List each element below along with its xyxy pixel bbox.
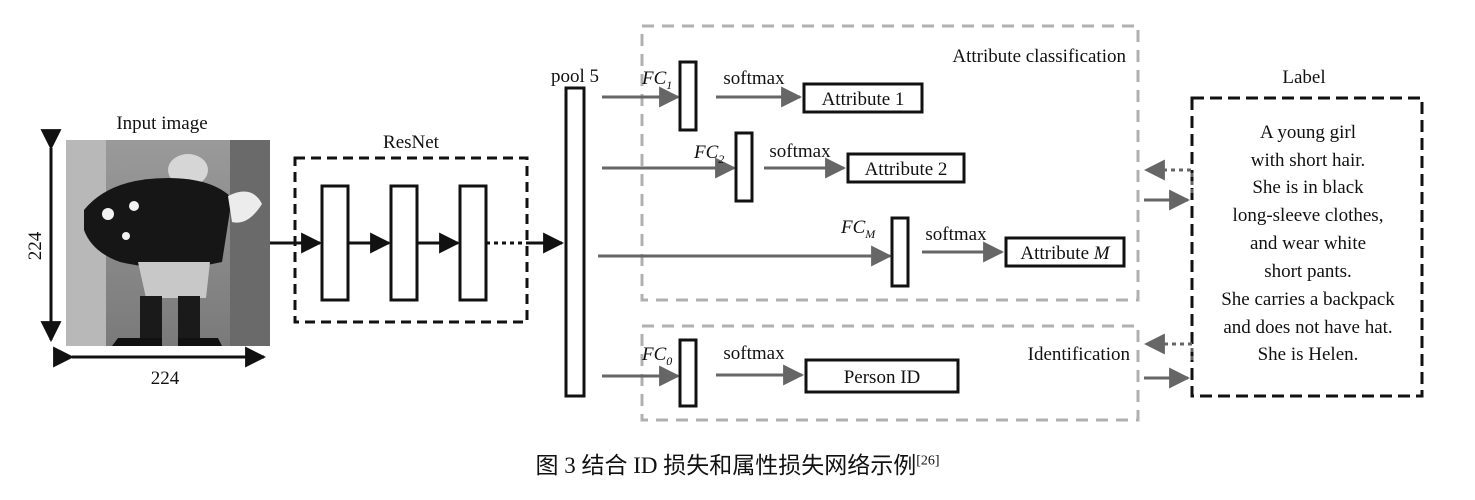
person-id-label: Person ID xyxy=(844,367,921,388)
softmax-label: softmax xyxy=(769,141,831,162)
attribute1-label: Attribute 1 xyxy=(822,89,905,110)
label-line: She carries a backpack xyxy=(1221,289,1395,310)
softmax-label: softmax xyxy=(925,224,987,245)
resnet-box xyxy=(293,156,529,324)
label-feedback-identification-arrow xyxy=(1143,333,1194,360)
height-dimension-label: 224 xyxy=(25,231,46,260)
input-image-title: Input image xyxy=(116,113,207,134)
fc2-label: FC2 xyxy=(693,142,724,166)
fcm-layer xyxy=(890,216,910,288)
fc2-layer xyxy=(734,131,754,203)
label-feedback-attribute-arrow xyxy=(1143,159,1194,193)
attribute-classification-box xyxy=(640,24,1140,302)
fc0-label: FC0 xyxy=(641,344,672,368)
resnet-block xyxy=(458,184,488,302)
label-line: long-sleeve clothes, xyxy=(1233,205,1384,226)
attribute2-label: Attribute 2 xyxy=(865,159,948,180)
identification-box xyxy=(640,324,1140,422)
softmax-label: softmax xyxy=(723,68,785,89)
label-line: and wear white xyxy=(1250,233,1366,254)
figure-caption: 图 3 结合 ID 损失和属性损失网络示例[26] xyxy=(0,446,1475,480)
pool5-label: pool 5 xyxy=(551,66,599,87)
label-line: She is Helen. xyxy=(1258,344,1359,365)
caption-reference: [26] xyxy=(916,453,940,469)
attribute-m-label: Attribute M xyxy=(1020,243,1110,264)
label-line: A young girl xyxy=(1260,122,1356,143)
label-line: short pants. xyxy=(1264,261,1352,282)
label-description: A young girl with short hair. She is in … xyxy=(1221,122,1395,365)
fcm-label: FCM xyxy=(840,217,876,241)
attribute-classification-title: Attribute classification xyxy=(952,46,1126,67)
attribute1-box xyxy=(802,82,924,114)
input-image xyxy=(66,140,270,346)
person-id-box xyxy=(804,358,960,394)
resnet-block xyxy=(389,184,419,302)
label-line: She is in black xyxy=(1252,177,1364,198)
width-dimension-label: 224 xyxy=(151,368,180,389)
resnet-title: ResNet xyxy=(383,132,440,153)
resnet-block xyxy=(320,184,350,302)
attribute-m-box xyxy=(1004,236,1126,268)
attribute2-box xyxy=(846,152,966,184)
identification-title: Identification xyxy=(1028,344,1131,365)
label-title: Label xyxy=(1282,67,1325,88)
label-line: with short hair. xyxy=(1251,150,1366,171)
label-box xyxy=(1190,96,1424,398)
fc1-layer xyxy=(678,60,698,132)
label-line: and does not have hat. xyxy=(1223,317,1392,338)
caption-text: 图 3 结合 ID 损失和属性损失网络示例 xyxy=(535,453,917,478)
fc0-layer xyxy=(678,338,698,408)
softmax-label: softmax xyxy=(723,343,785,364)
pool5-layer xyxy=(564,86,586,398)
fc1-label: FC1 xyxy=(641,68,672,92)
